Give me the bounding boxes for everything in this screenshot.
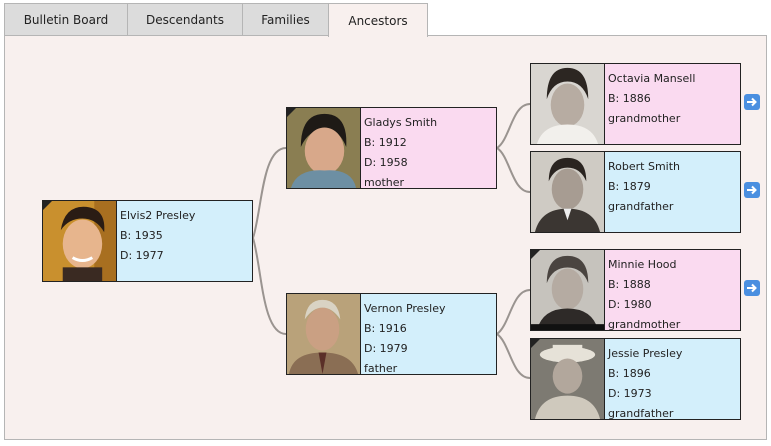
- arrow-right-icon[interactable]: [744, 182, 760, 198]
- person-name: Vernon Presley: [364, 302, 446, 315]
- person-card-mother[interactable]: Gladys Smith B: 1912 D: 1958 mother: [286, 107, 497, 189]
- photo-corner-icon: [287, 108, 296, 117]
- person-born: B: 1886: [608, 92, 651, 105]
- person-relation: mother: [364, 176, 405, 188]
- person-card-father[interactable]: Vernon Presley B: 1916 D: 1979 father: [286, 293, 497, 375]
- tab-ancestors[interactable]: Ancestors: [328, 3, 428, 37]
- person-card-robert[interactable]: Robert Smith B: 1879 grandfather: [530, 151, 741, 233]
- person-born: B: 1916: [364, 322, 407, 335]
- person-name: Elvis2 Presley: [120, 209, 196, 222]
- person-born: B: 1912: [364, 136, 407, 149]
- person-born: B: 1935: [120, 229, 163, 242]
- person-died: D: 1977: [120, 249, 164, 262]
- person-died: D: 1973: [608, 387, 652, 400]
- person-name: Octavia Mansell: [608, 72, 696, 85]
- person-card-minnie[interactable]: Minnie Hood B: 1888 D: 1980 grandmother: [530, 249, 741, 331]
- person-died: D: 1980: [608, 298, 652, 311]
- person-relation: grandmother: [608, 318, 681, 330]
- photo-corner-icon: [531, 339, 540, 348]
- person-photo: [531, 250, 605, 330]
- person-born: B: 1879: [608, 180, 651, 193]
- person-name: Minnie Hood: [608, 258, 677, 271]
- person-born: B: 1896: [608, 367, 651, 380]
- person-name: Gladys Smith: [364, 116, 438, 129]
- tab-descendants[interactable]: Descendants: [127, 3, 243, 36]
- person-card-root[interactable]: Elvis2 Presley B: 1935 D: 1977: [42, 200, 253, 282]
- person-card-jessie[interactable]: Jessie Presley B: 1896 D: 1973 grandfath…: [530, 338, 741, 420]
- tab-families[interactable]: Families: [242, 3, 329, 36]
- person-photo: [43, 201, 117, 281]
- person-died: D: 1979: [364, 342, 408, 355]
- person-card-octavia[interactable]: Octavia Mansell B: 1886 grandmother: [530, 63, 741, 145]
- person-name: Jessie Presley: [608, 347, 683, 360]
- person-died: D: 1958: [364, 156, 408, 169]
- person-relation: grandmother: [608, 112, 681, 125]
- person-name: Robert Smith: [608, 160, 680, 173]
- person-relation: father: [364, 362, 398, 374]
- arrow-right-icon[interactable]: [744, 280, 760, 296]
- person-photo: [287, 294, 361, 374]
- person-born: B: 1888: [608, 278, 651, 291]
- person-photo: [531, 64, 605, 144]
- photo-corner-icon: [531, 250, 540, 259]
- photo-corner-icon: [43, 201, 52, 210]
- person-relation: grandfather: [608, 407, 674, 419]
- person-photo: [531, 152, 605, 232]
- person-photo: [531, 339, 605, 419]
- tab-bulletin-board[interactable]: Bulletin Board: [4, 3, 128, 36]
- person-relation: grandfather: [608, 200, 674, 213]
- person-photo: [287, 108, 361, 188]
- arrow-right-icon[interactable]: [744, 94, 760, 110]
